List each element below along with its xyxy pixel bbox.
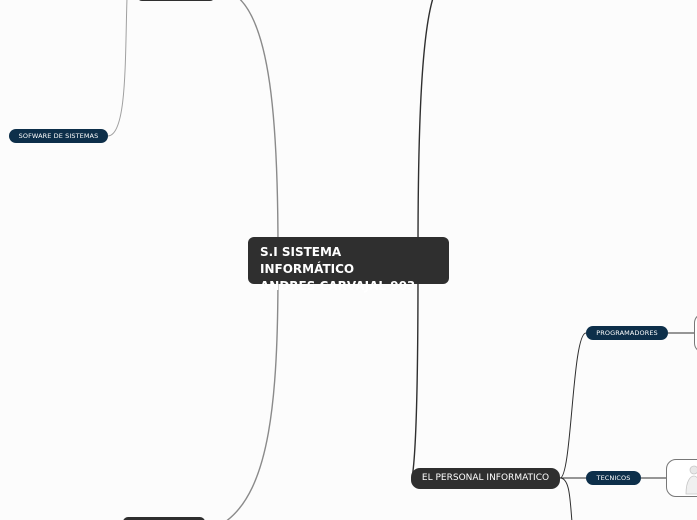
connector-central-to-personal bbox=[411, 269, 419, 479]
connector-central-to-bottom-left bbox=[226, 269, 279, 520]
central-topic-line-2: ANDRES CARVAJAL 903 bbox=[260, 279, 416, 293]
topic-personal-label: EL PERSONAL INFORMATICO bbox=[421, 473, 550, 483]
subtopic-software-label: SOFWARE DE SISTEMAS bbox=[18, 132, 99, 140]
subtopic-programmers-label: PROGRAMADORES bbox=[596, 329, 658, 337]
topic-top-left-partial[interactable] bbox=[137, 0, 215, 1]
technician-figure-icon bbox=[685, 465, 697, 495]
topic-personal[interactable]: EL PERSONAL INFORMATICO bbox=[411, 468, 560, 489]
connector-central-to-top-right bbox=[417, 0, 434, 251]
subtopic-technicians-label: TECNICOS bbox=[596, 474, 631, 482]
connector-personal-to-programmers bbox=[559, 332, 587, 479]
topic-bottom-left-partial[interactable] bbox=[123, 517, 205, 520]
subtopic-programmers[interactable]: PROGRAMADORES bbox=[586, 326, 668, 340]
image-node-technicians[interactable] bbox=[666, 459, 697, 497]
subtopic-software[interactable]: SOFWARE DE SISTEMAS bbox=[9, 129, 108, 143]
subtopic-technicians[interactable]: TECNICOS bbox=[586, 471, 641, 485]
central-topic[interactable]: S.I SISTEMA INFORMÁTICO ANDRES CARVAJAL … bbox=[248, 237, 449, 293]
connector-personal-to-below bbox=[559, 477, 573, 520]
connector-central-to-top-left bbox=[239, 0, 279, 251]
central-topic-line-1: S.I SISTEMA INFORMÁTICO bbox=[260, 245, 355, 276]
connector-topleft-to-software bbox=[107, 0, 128, 137]
